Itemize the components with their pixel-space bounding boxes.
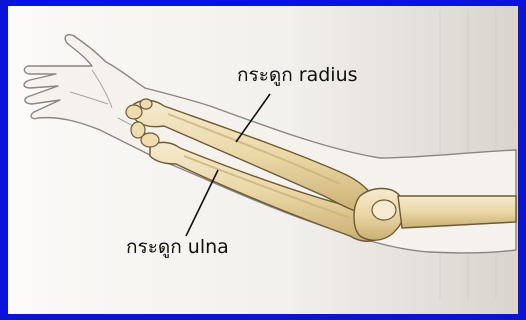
radius-label: กระดูก radius [237,66,358,85]
forearm-illustration [8,6,518,314]
ulna-label: กระดูก ulna [126,238,229,257]
humerus-bone [398,196,516,228]
diagram-canvas [8,6,518,314]
